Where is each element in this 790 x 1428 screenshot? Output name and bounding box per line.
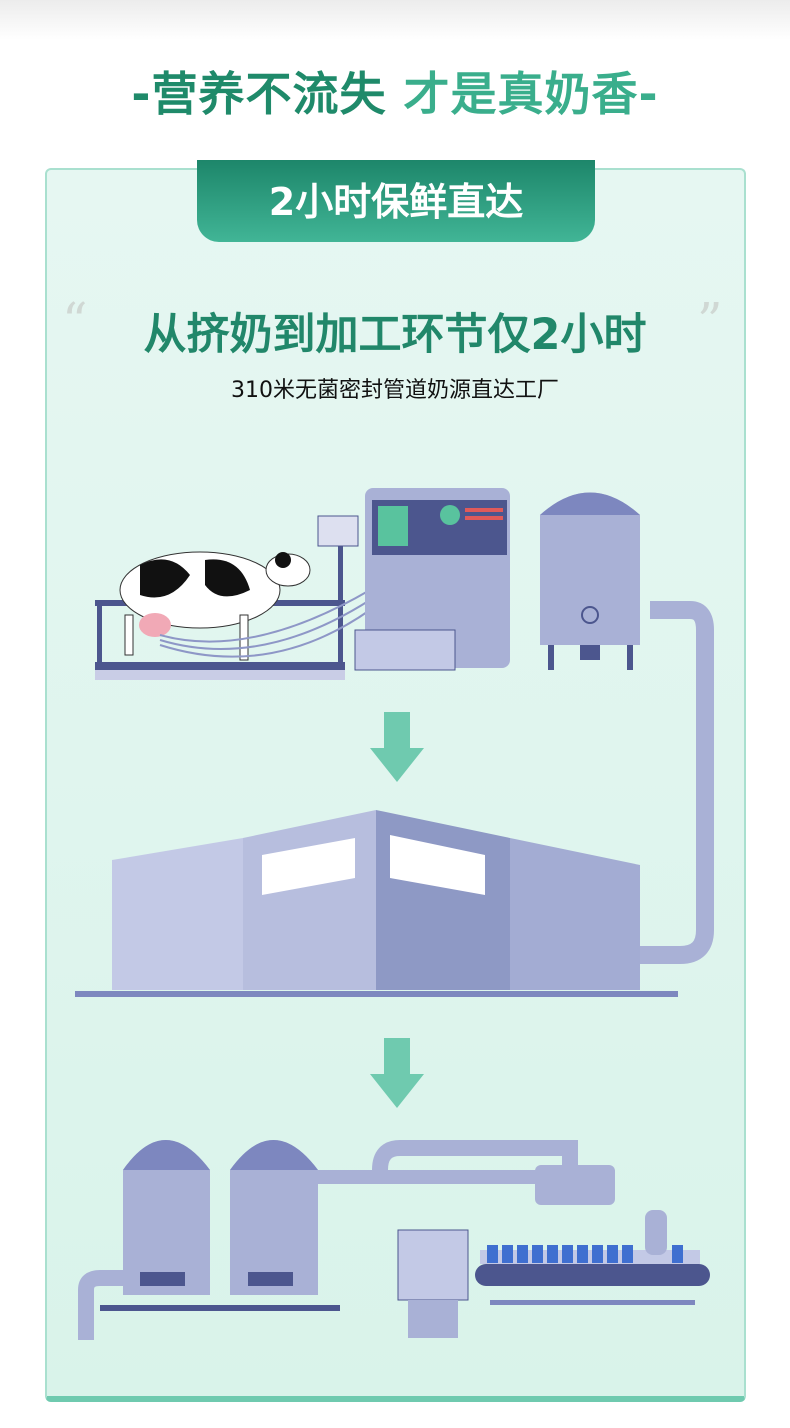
control-machine: [317, 488, 510, 671]
down-arrow-icon: [370, 1038, 424, 1108]
section-tab: 2小时保鲜直达: [197, 160, 595, 242]
subtitle: 310米无菌密封管道奶源直达工厂: [231, 378, 559, 403]
title-part1: -营养不流失: [131, 67, 387, 121]
processing-plant: [78, 1140, 710, 1340]
headline: 从挤奶到加工环节仅2小时: [143, 310, 647, 360]
milk-cartons: [487, 1245, 683, 1263]
page-title: -营养不流失 才是真奶香-: [0, 58, 790, 124]
top-shade: [0, 0, 790, 40]
milking-hoses: [159, 589, 371, 658]
title-part2: 才是真奶香-: [403, 67, 659, 121]
down-arrow-icon: [370, 712, 424, 782]
quote-close-icon: ”: [697, 292, 723, 350]
pipeline: [640, 601, 714, 964]
storage-tank: [540, 492, 640, 670]
factory-building: [75, 810, 678, 997]
quote-open-icon: “: [62, 292, 88, 350]
cow-icon: [119, 551, 311, 661]
